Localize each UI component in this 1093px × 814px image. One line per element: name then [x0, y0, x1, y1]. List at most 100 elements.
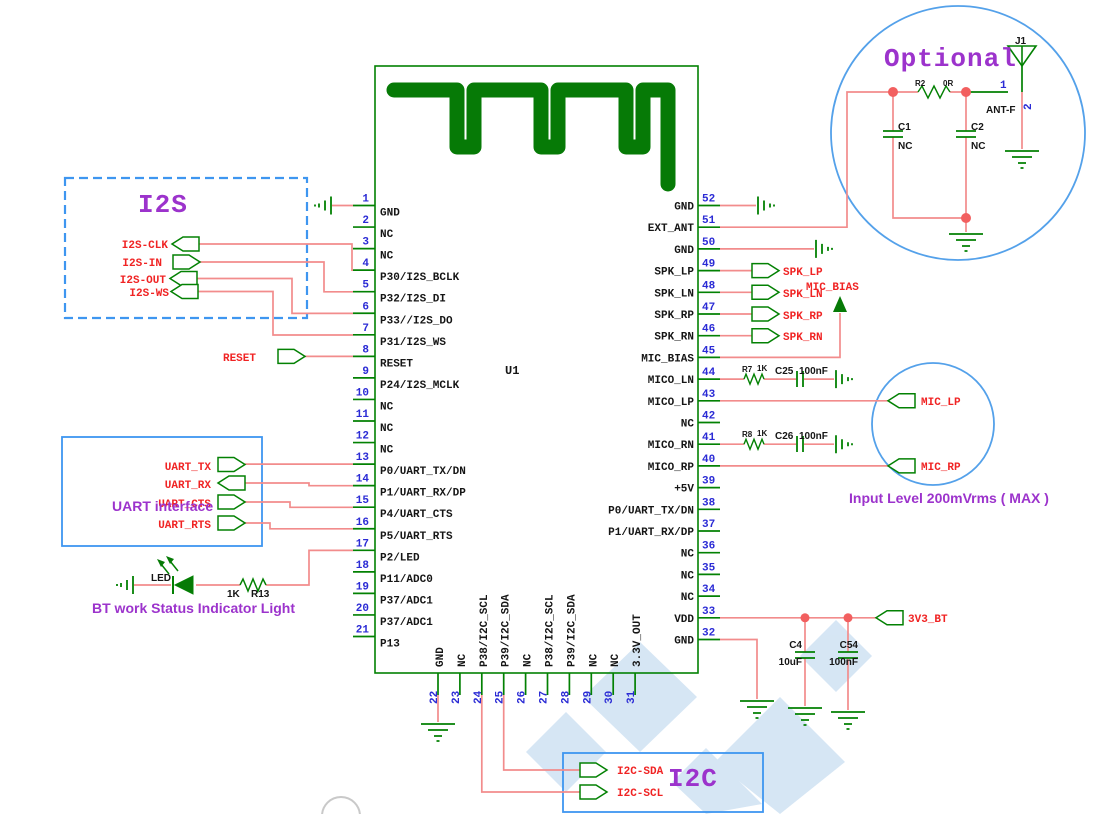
- pin-name-1: GND: [380, 208, 400, 220]
- label-uart-tx: UART_TX: [165, 462, 212, 474]
- pin-name-11: NC: [380, 423, 394, 435]
- connector-mic-lp: [886, 393, 916, 409]
- connector-spk-lp: [751, 262, 781, 279]
- pin-name-35: NC: [681, 570, 695, 582]
- pin-name-12: NC: [380, 445, 394, 457]
- pin-number-25: 25: [495, 690, 507, 704]
- ground-symbol: [815, 239, 833, 258]
- i2s-group-box: [63, 176, 309, 320]
- pin-number-18: 18: [356, 560, 370, 572]
- connector-i2c-sda: [579, 762, 609, 778]
- label-c54: C54: [840, 640, 859, 651]
- pin-name-43: MICO_LP: [648, 397, 695, 409]
- pin-number-26: 26: [517, 691, 529, 704]
- connector-uart-cts: [217, 494, 247, 510]
- pin-number-8: 8: [362, 344, 369, 356]
- pin-number-35: 35: [702, 562, 716, 574]
- ground-symbol: [1005, 150, 1039, 169]
- pin-number-19: 19: [356, 581, 369, 593]
- connector-i2s-clk: [170, 236, 200, 252]
- pin-name-52: GND: [674, 202, 694, 214]
- pin-number-39: 39: [702, 476, 715, 488]
- pin-number-46: 46: [702, 324, 715, 336]
- optional-title: Optional: [884, 44, 1017, 74]
- pin-number-1: 1: [362, 194, 369, 206]
- label-r8: R8: [742, 430, 753, 439]
- pin-number-9: 9: [362, 366, 369, 378]
- ground-symbol: [421, 723, 455, 742]
- pin-number-2: 2: [362, 215, 369, 227]
- pin-number-52: 52: [702, 194, 715, 206]
- pin-name-28: P39/I2C_SDA: [566, 594, 578, 667]
- i2s-group-title: I2S: [138, 190, 188, 220]
- pin-name-50: GND: [674, 245, 694, 257]
- pin-number-28: 28: [560, 690, 572, 704]
- u1-body: [374, 65, 699, 674]
- capacitor-c1: [883, 130, 903, 138]
- label-spk-ln: SPK_LN: [783, 289, 823, 301]
- label-1k: 1K: [757, 364, 767, 373]
- label-i2s-ws: I2S-WS: [129, 288, 169, 300]
- pcb-antenna-trace: [386, 82, 676, 192]
- pin-name-14: P1/UART_RX/DP: [380, 488, 466, 500]
- pin-name-47: SPK_RP: [654, 310, 694, 322]
- connector-i2s-in: [172, 254, 202, 270]
- pin-name-42: NC: [681, 419, 695, 431]
- resistor-r7: [743, 372, 765, 386]
- pin-number-10: 10: [356, 387, 369, 399]
- label-100nf: 100nF: [799, 366, 828, 377]
- pin-name-20: P37/ADC1: [380, 617, 433, 629]
- pin-name-7: P31/I2S_WS: [380, 337, 446, 349]
- label-nc: NC: [898, 141, 912, 152]
- pin-number-21: 21: [356, 625, 370, 637]
- generated-layer: 1GND2NC3NC4P30/I2S_BCLK5P32/I2S_DI6P33//…: [116, 36, 1039, 800]
- connector-mic-rp: [886, 458, 916, 474]
- pin-name-19: P37/ADC1: [380, 595, 433, 607]
- ground-symbol: [835, 435, 853, 454]
- pin-number-5: 5: [362, 280, 369, 292]
- pin-name-38: P0/UART_TX/DN: [608, 505, 694, 517]
- pin-name-13: P0/UART_TX/DN: [380, 466, 466, 478]
- label-u1: U1: [505, 364, 519, 378]
- pin-name-16: P5/UART_RTS: [380, 531, 453, 543]
- pin-number-31: 31: [626, 690, 638, 704]
- pin-number-51: 51: [702, 215, 716, 227]
- pin-number-29: 29: [582, 691, 594, 704]
- label-0r: 0R: [943, 79, 953, 88]
- mic-bias-arrow: [833, 296, 847, 312]
- pin-number-16: 16: [356, 517, 369, 529]
- label-spk-lp: SPK_LP: [783, 267, 823, 279]
- ground-symbol: [314, 196, 332, 215]
- label-spk-rn: SPK_RN: [783, 332, 823, 344]
- pin-number-40: 40: [702, 454, 715, 466]
- connector-spk-ln: [751, 284, 781, 301]
- capacitor-c4: [795, 651, 815, 659]
- pin-number-41: 41: [702, 432, 716, 444]
- label-uart-rts: UART_RTS: [158, 520, 211, 532]
- pin-name-33: VDD: [674, 614, 694, 626]
- pin-name-49: SPK_LP: [654, 267, 694, 279]
- pin-number-12: 12: [356, 431, 369, 443]
- green-wires: [966, 66, 1023, 93]
- label-spk-rp: SPK_RP: [783, 311, 823, 323]
- resistor-r13: [239, 577, 267, 593]
- label-i2c-scl: I2C-SCL: [617, 788, 664, 800]
- label-1k: 1K: [757, 429, 767, 438]
- label-mic-lp: MIC_LP: [921, 397, 961, 409]
- pin-number-17: 17: [356, 538, 369, 550]
- label-reset: RESET: [223, 353, 256, 365]
- pin-name-18: P11/ADC0: [380, 574, 433, 586]
- mic-input-note: Input Level 200mVrms ( MAX ): [849, 490, 1049, 506]
- label-100nf: 100nF: [799, 431, 828, 442]
- pin-name-30: NC: [610, 653, 622, 667]
- pin-number-32: 32: [702, 628, 715, 640]
- label-r2: R2: [915, 79, 926, 88]
- pin-number-42: 42: [702, 411, 715, 423]
- pin-number-50: 50: [702, 237, 715, 249]
- pin-name-15: P4/UART_CTS: [380, 509, 453, 521]
- junction-dots: [800, 87, 971, 623]
- label-1: 1: [1000, 80, 1007, 92]
- ground-symbol: [116, 576, 134, 594]
- label-led: LED: [151, 573, 171, 584]
- pin-number-23: 23: [451, 690, 463, 704]
